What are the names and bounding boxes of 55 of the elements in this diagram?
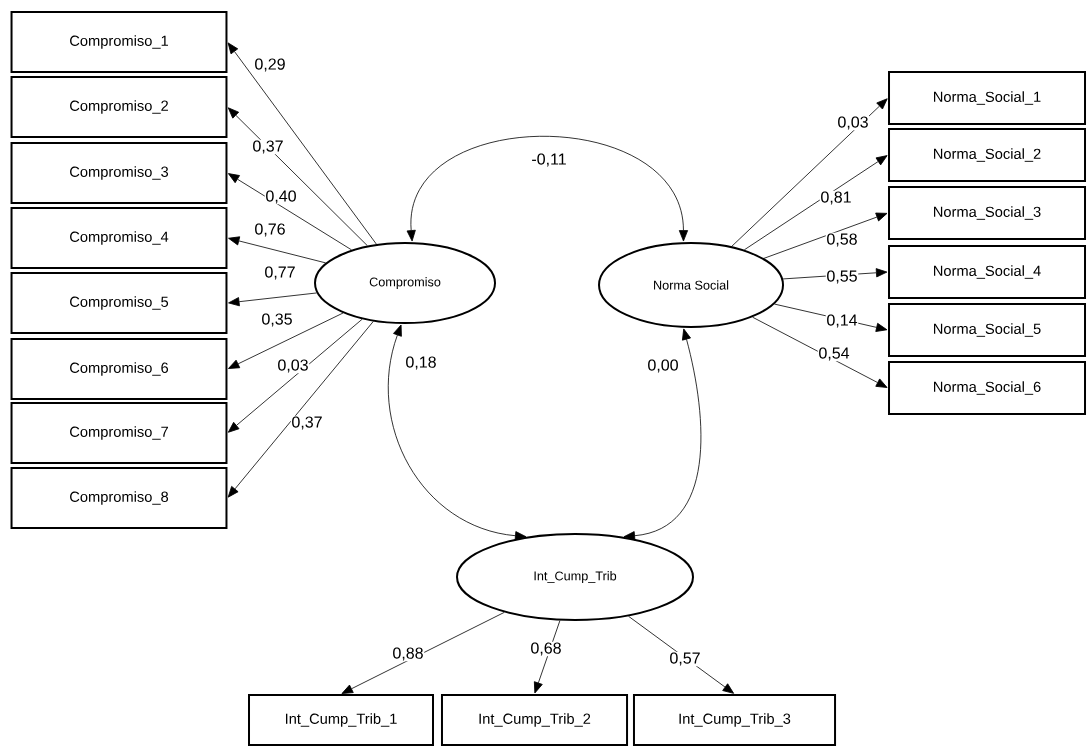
edge-label: 0,14	[825, 313, 859, 329]
arrow	[227, 318, 363, 433]
indicator-box: Int_Cump_Trib_2	[441, 694, 629, 746]
indicator-box: Compromiso_1	[10, 11, 228, 73]
edge-label: 0,00	[646, 358, 680, 374]
indicator-box: Int_Cump_Trib_1	[248, 694, 434, 746]
indicator-box: Compromiso_4	[10, 207, 228, 269]
arrow	[227, 42, 377, 245]
edge-label: -0,11	[530, 152, 568, 168]
edge-label: 0,68	[529, 641, 563, 657]
arrow	[228, 292, 318, 307]
edge-label: 0,88	[391, 646, 425, 662]
arrow	[227, 321, 374, 498]
arrow	[731, 98, 888, 247]
arrow	[228, 173, 352, 251]
edge-label: 0,57	[668, 651, 702, 667]
edge-label: 0,03	[276, 358, 310, 374]
arrow	[744, 155, 888, 251]
arrow	[228, 312, 344, 369]
arrow	[227, 107, 368, 247]
indicator-box: Norma_Social_1	[888, 71, 1086, 125]
edge-label: 0,29	[253, 57, 287, 73]
indicator-box: Int_Cump_Trib_3	[633, 694, 837, 746]
indicator-box: Compromiso_5	[10, 272, 228, 334]
arrow	[228, 236, 327, 264]
arrow	[752, 316, 888, 388]
indicator-box: Norma_Social_3	[888, 186, 1086, 240]
covariance-arrow	[623, 328, 702, 541]
edge-label: 0,35	[260, 312, 294, 328]
edge-label: 0,37	[290, 415, 324, 431]
arrow	[533, 620, 561, 694]
edge-label: 0,76	[253, 222, 287, 238]
indicator-box: Compromiso_7	[10, 402, 228, 464]
edge-label: 0,77	[263, 265, 297, 281]
indicator-box: Compromiso_2	[10, 76, 228, 138]
covariance-arrow	[406, 135, 689, 242]
indicator-box: Compromiso_3	[10, 142, 228, 204]
edge-label: 0,58	[825, 232, 859, 248]
arrow	[628, 615, 734, 694]
edge-label: 0,03	[836, 115, 870, 131]
indicator-box: Norma_Social_4	[888, 245, 1086, 299]
indicator-box: Norma_Social_2	[888, 128, 1086, 182]
indicator-box: Compromiso_6	[10, 338, 228, 400]
edge-label: 0,37	[251, 139, 285, 155]
edge-label: 0,40	[264, 189, 298, 205]
edge-label: 0,54	[817, 346, 851, 362]
edge-label: 0,55	[825, 269, 859, 285]
indicator-box: Compromiso_8	[10, 467, 228, 529]
indicator-box: Norma_Social_6	[888, 361, 1086, 415]
edge-label: 0,81	[819, 190, 853, 206]
indicator-box: Norma_Social_5	[888, 303, 1086, 357]
arrow	[763, 212, 888, 259]
arrow	[341, 612, 505, 694]
edge-label: 0,18	[404, 355, 438, 371]
covariance-arrow	[388, 324, 527, 541]
